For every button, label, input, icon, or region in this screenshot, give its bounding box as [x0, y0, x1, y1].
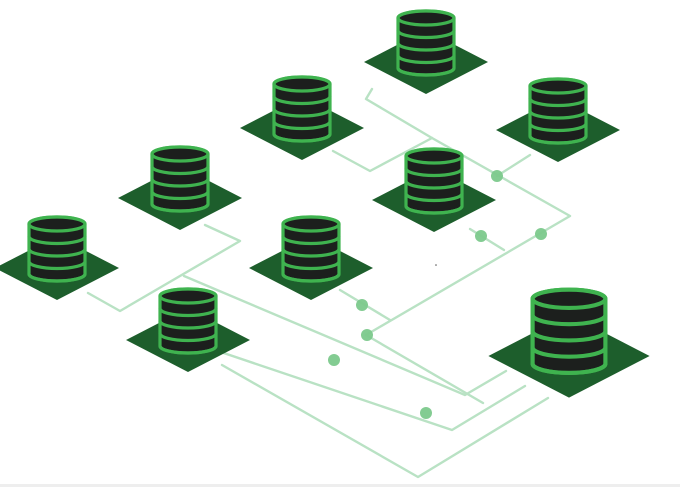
junction-dots [328, 170, 547, 419]
db-lower-left-node [126, 287, 250, 372]
junction-dot-1 [491, 170, 503, 182]
connector-line-9 [198, 343, 527, 432]
connector-line-6 [182, 274, 508, 397]
db-top-node [364, 9, 488, 94]
database-icon [530, 287, 608, 375]
connector-line-10 [220, 363, 550, 479]
database-icon [396, 9, 456, 77]
db-upper-left-node [118, 145, 242, 230]
database-icon [272, 75, 332, 143]
junction-dot-3 [475, 230, 487, 242]
database-icon [27, 215, 87, 283]
connector-line-2 [331, 136, 434, 173]
bottom-edge [0, 484, 680, 487]
db-center-right-node [372, 147, 496, 232]
junction-dot-2 [535, 228, 547, 240]
junction-dot-7 [420, 407, 432, 419]
db-large-right-node [488, 287, 650, 398]
database-icon [158, 287, 218, 355]
database-icon [528, 77, 588, 145]
db-far-left-node [0, 215, 119, 300]
db-center-node [249, 215, 373, 300]
connector-lines [86, 87, 572, 479]
database-icon [404, 147, 464, 215]
stray-dot [435, 264, 437, 266]
junction-dot-5 [361, 329, 373, 341]
connector-line-3 [495, 153, 532, 178]
database-icon [150, 145, 210, 213]
db-upper-right-node [496, 77, 620, 162]
junction-dot-6 [328, 354, 340, 366]
database-icon [281, 215, 341, 283]
junction-dot-4 [356, 299, 368, 311]
connector-line-8 [364, 333, 485, 405]
database-nodes [0, 9, 650, 398]
connector-line-5 [86, 223, 242, 313]
connector-line-4 [468, 227, 506, 252]
db-upper-middle-node [240, 75, 364, 160]
